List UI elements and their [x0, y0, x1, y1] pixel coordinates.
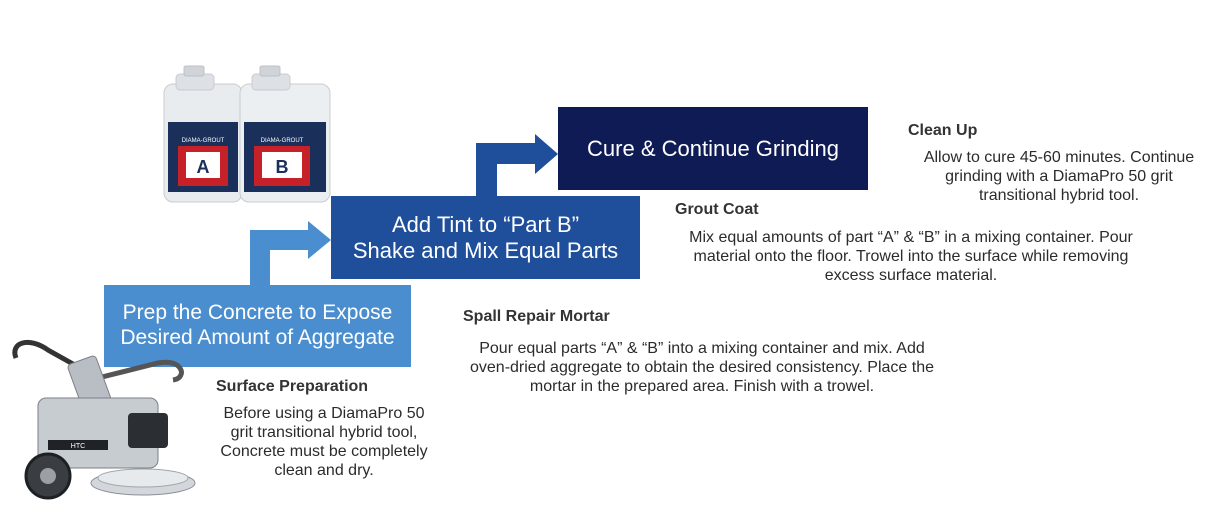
bottle-a-brand: DIAMA-GROUT — [182, 138, 225, 144]
grout-coat-text: Mix equal amounts of part “A” & “B” in a… — [689, 229, 1133, 284]
bottle-part-a: DIAMA-GROUT A — [163, 65, 243, 203]
floor-grinder-image: HTC — [12, 339, 196, 500]
bottle-part-b: DIAMA-GROUT B — [239, 65, 331, 203]
step-prep-concrete: Prep the Concrete to Expose Desired Amou… — [104, 285, 411, 367]
step-add-tint: Add Tint to “Part B” Shake and Mix Equal… — [331, 196, 640, 279]
machine-brand-label: HTC — [71, 443, 85, 450]
spall-repair-title: Spall Repair Mortar — [463, 308, 610, 325]
arrow-step1-to-step2 — [250, 221, 331, 285]
grout-coat-title: Grout Coat — [675, 201, 759, 218]
step-cure-grinding-label: Cure & Continue Grinding — [587, 135, 839, 161]
clean-up-title: Clean Up — [908, 122, 978, 139]
step-cure-grinding: Cure & Continue Grinding — [558, 107, 868, 190]
spall-repair-text: Pour equal parts “A” & “B” into a mixing… — [470, 340, 934, 395]
bottle-a-letter: A — [197, 157, 210, 177]
surface-preparation-text: Before using a DiamaPro 50 grit transiti… — [220, 405, 428, 479]
step-add-tint-label: Add Tint to “Part B” Shake and Mix Equal… — [352, 211, 619, 263]
grout-bottles-image: DIAMA-GROUT A DIAMA-GROUT B — [163, 65, 331, 203]
clean-up-text: Allow to cure 45-60 minutes. Continue gr… — [923, 149, 1195, 204]
bottle-b-brand: DIAMA-GROUT — [261, 138, 304, 144]
step-prep-concrete-label: Prep the Concrete to Expose Desired Amou… — [120, 301, 395, 349]
bottle-b-letter: B — [276, 157, 289, 177]
surface-preparation-title: Surface Preparation — [216, 378, 369, 395]
arrow-step2-to-step3 — [476, 134, 558, 196]
